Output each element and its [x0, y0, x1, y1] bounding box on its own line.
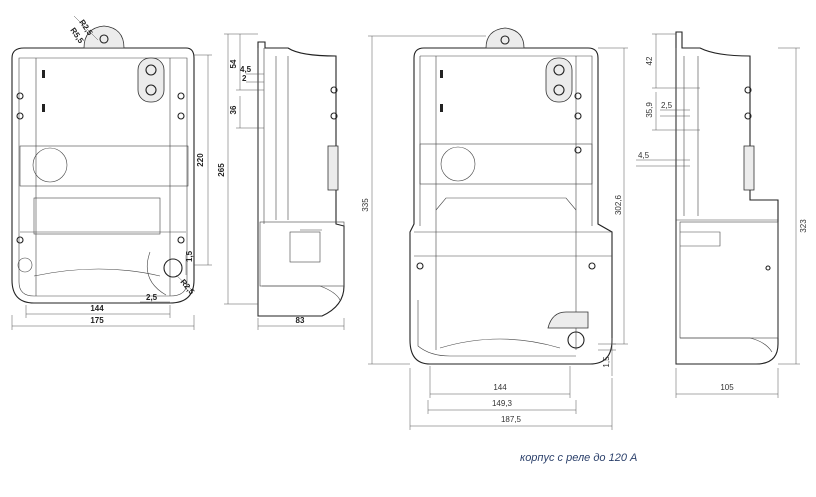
dim-144-relay: 144 — [493, 383, 507, 392]
view1-dimensions — [11, 15, 212, 330]
dim-323: 323 — [799, 219, 808, 233]
dim-42: 42 — [645, 56, 654, 65]
dim-54: 54 — [229, 59, 238, 68]
view-side-relay — [675, 31, 779, 365]
dim-149-3: 149,3 — [492, 399, 513, 408]
dim-105: 105 — [720, 383, 734, 392]
dim-265: 265 — [217, 163, 226, 177]
view2-dimension-labels: 54 4,5 2 36 265 83 — [217, 59, 305, 325]
dim-1-5-relay: 1,5 — [602, 356, 611, 368]
dim-2-5-relay: 2,5 — [661, 101, 673, 110]
dim-187-5: 187,5 — [501, 415, 522, 424]
dim-35-9: 35,9 — [645, 102, 654, 118]
dim-335: 335 — [361, 198, 370, 212]
view-front-small — [11, 25, 195, 304]
dim-2-side: 2 — [242, 74, 247, 83]
dim-2-5-bottom: 2,5 — [146, 293, 158, 302]
dim-83: 83 — [296, 316, 305, 325]
view2-dimensions — [224, 33, 345, 330]
view4-dimensions — [636, 33, 800, 398]
dim-36: 36 — [229, 105, 238, 114]
dim-4-5-side: 4,5 — [240, 65, 252, 74]
view-side-small — [257, 41, 345, 317]
dim-1-5-side: 1,5 — [185, 250, 194, 262]
dim-302-6: 302,6 — [614, 194, 623, 215]
view1-dimension-labels: R2,5 R5,5 220 144 175 2,5 1,5 R2,5 — [68, 18, 205, 325]
drawing-caption: корпус с реле до 120 А — [520, 452, 638, 464]
dim-4-5-relay: 4,5 — [638, 151, 650, 160]
dim-144-small: 144 — [90, 304, 104, 313]
dim-175: 175 — [90, 316, 104, 325]
dim-220: 220 — [196, 153, 205, 167]
view4-dimension-labels: 42 35,9 2,5 4,5 323 105 — [638, 56, 808, 392]
view3-dimension-labels: 335 302,6 1,5 144 149,3 187,5 — [361, 194, 623, 424]
view-front-relay — [409, 27, 613, 365]
view3-dimensions — [368, 35, 628, 430]
